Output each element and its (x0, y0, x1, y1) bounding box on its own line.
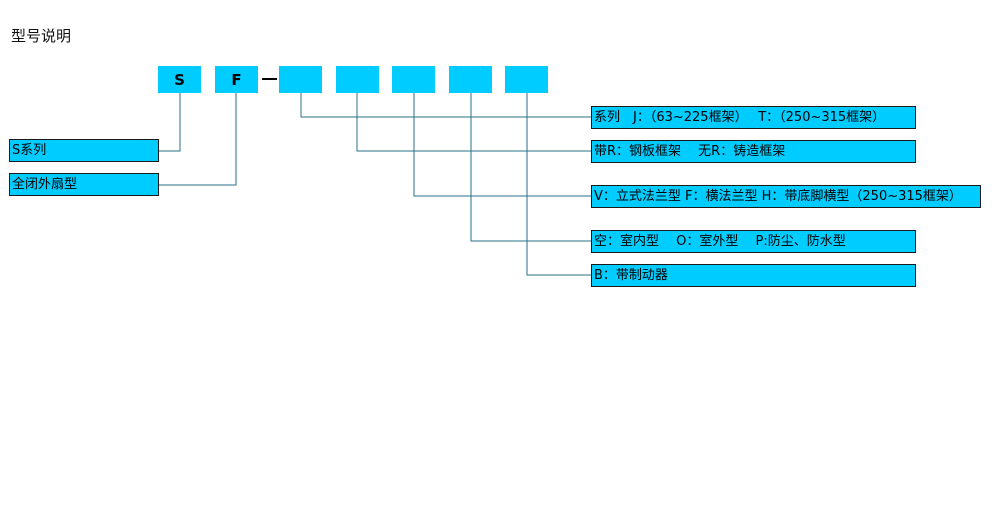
label-mounting: V：立式法兰型 F：横法兰型 H：带底脚横型（250~315框架） (591, 185, 981, 208)
separator-dash (262, 78, 277, 80)
code-box-series: S (158, 66, 201, 93)
code-box-fan: F (215, 66, 258, 93)
code-box-environment (449, 66, 492, 93)
code-box-frame (279, 66, 322, 93)
connector-line (158, 93, 181, 152)
label-environment: 空：室内型 O：室外型 P:防尘、防水型 (591, 230, 916, 253)
label-frame-series: 系列 J：（63~225框架） T：（250~315框架） (591, 106, 916, 129)
label-brake: B：带制动器 (591, 264, 916, 287)
page-title: 型号说明 (11, 27, 72, 45)
label-enclosure: 全闭外扇型 (9, 173, 159, 196)
connector-line (413, 93, 592, 197)
connector-line (470, 93, 592, 242)
label-s-series: S系列 (9, 139, 159, 162)
code-box-mounting (392, 66, 435, 93)
connector-line (300, 93, 592, 118)
connector-line (526, 93, 592, 276)
code-box-frame-type (336, 66, 379, 93)
connector-line (356, 93, 592, 152)
label-frame-type: 带R：钢板框架 无R：铸造框架 (591, 140, 916, 163)
connector-line (158, 93, 237, 186)
code-box-brake (505, 66, 548, 93)
